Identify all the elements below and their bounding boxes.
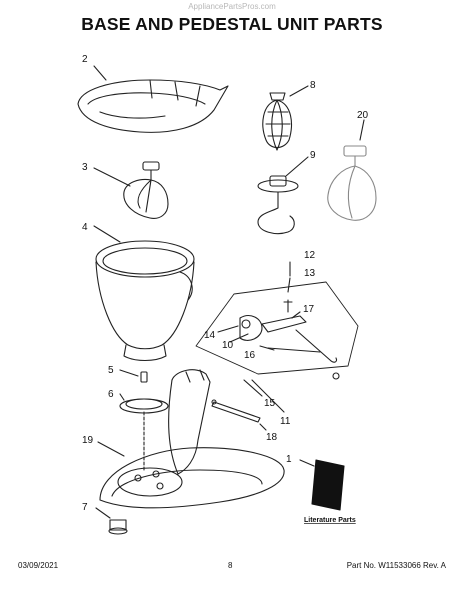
callout-2: 2 xyxy=(82,54,88,65)
page-title: BASE AND PEDESTAL UNIT PARTS xyxy=(81,14,383,34)
pouring-shield xyxy=(77,79,229,133)
flat-beater xyxy=(123,161,169,219)
callout-4: 4 xyxy=(82,222,88,233)
literature-parts xyxy=(311,459,345,511)
callout-10: 10 xyxy=(222,340,234,351)
footer-page: 8 xyxy=(228,561,233,570)
callout-16: 16 xyxy=(244,350,256,361)
callout-20: 20 xyxy=(357,110,369,121)
wire-whip xyxy=(262,92,292,151)
screw xyxy=(140,371,148,383)
watermark: AppliancePartsPros.com xyxy=(188,2,276,11)
callout-5: 5 xyxy=(108,365,114,376)
callout-8: 8 xyxy=(310,80,316,91)
pedestal-base xyxy=(99,369,285,509)
hinge-pin xyxy=(211,401,267,431)
literature-label: Literature Parts xyxy=(304,517,356,524)
callout-18: 18 xyxy=(266,432,278,443)
callout-9: 9 xyxy=(310,150,316,161)
linkage-box xyxy=(195,281,359,380)
callout-19: 19 xyxy=(82,435,94,446)
callout-3: 3 xyxy=(82,162,88,173)
footer-part-no: Part No. W11533066 Rev. A xyxy=(346,561,446,570)
callout-11: 11 xyxy=(280,416,291,427)
mixing-bowl xyxy=(95,240,195,362)
callout-1: 1 xyxy=(286,454,292,465)
callout-15: 15 xyxy=(264,398,276,409)
dough-hook xyxy=(257,175,299,235)
flex-edge-beater xyxy=(327,145,377,221)
clamp-plate xyxy=(119,398,169,471)
callout-6: 6 xyxy=(108,389,114,400)
footer-date: 03/09/2021 xyxy=(18,561,59,570)
callout-7: 7 xyxy=(82,502,88,513)
callout-12: 12 xyxy=(304,250,316,261)
callout-13: 13 xyxy=(304,268,316,279)
callout-17: 17 xyxy=(303,304,315,315)
callout-14: 14 xyxy=(204,330,216,341)
rubber-foot xyxy=(108,519,128,535)
